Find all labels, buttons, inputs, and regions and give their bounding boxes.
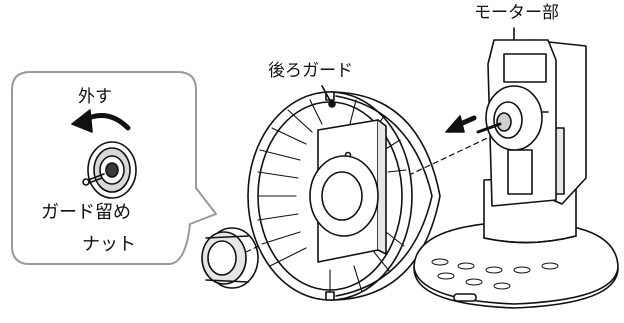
- control-buttons: [431, 258, 559, 290]
- rear-guard: [247, 91, 441, 301]
- guard-nut-closeup-icon: [82, 141, 137, 199]
- arrow-left-icon: [445, 115, 477, 133]
- fan-body: [413, 39, 619, 309]
- guard-nut-label-line1: ガード留め: [41, 202, 131, 223]
- guard-nut-label-line2: ナット: [82, 234, 136, 255]
- guard-nut: [201, 227, 259, 289]
- rear-guard-label: 後ろガード: [268, 61, 353, 81]
- motor-part-label: モーター部: [474, 3, 559, 23]
- curved-arrow-left-icon: [71, 109, 131, 133]
- remove-label: 外す: [78, 87, 112, 107]
